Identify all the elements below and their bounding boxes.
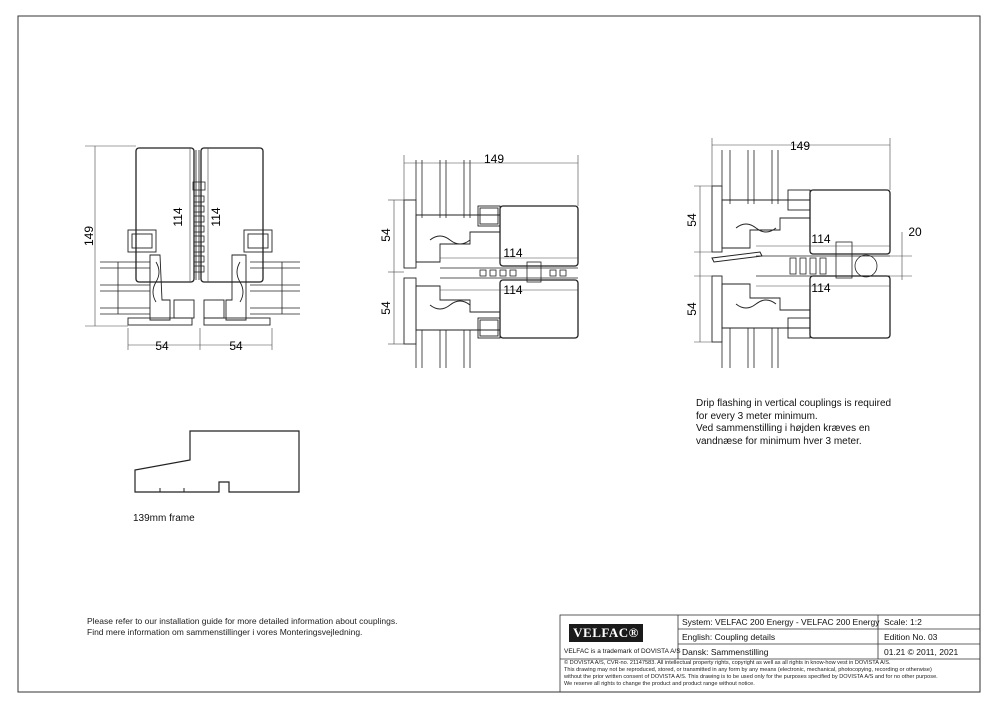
mid-glazing bbox=[415, 160, 471, 368]
mid-frame-wood-top bbox=[499, 205, 579, 267]
drip-note-line-2: for every 3 meter minimum. bbox=[696, 410, 818, 422]
system-field: System: VELFAC 200 Energy - VELFAC 200 E… bbox=[682, 617, 880, 627]
dim-left-depth-a: 114 bbox=[171, 207, 185, 226]
drip-note-line-1: Drip flashing in vertical couplings is r… bbox=[696, 398, 892, 409]
copyright-line-2: This drawing may not be reproduced, stor… bbox=[564, 667, 932, 673]
dim-mid-height-bottom: 54 bbox=[379, 301, 393, 315]
dim-left-height: 149 bbox=[82, 226, 96, 246]
frame-139mm-grooves bbox=[159, 488, 185, 492]
drip-note-line-4: vandnæse for minimum hver 3 meter. bbox=[696, 435, 862, 447]
date-field: 01.21 © 2011, 2021 bbox=[884, 647, 959, 657]
middle-coupling-section bbox=[388, 155, 579, 368]
scale-field: Scale: 1:2 bbox=[884, 617, 922, 627]
dim-mid-depth-bottom: 114 bbox=[503, 283, 522, 297]
mid-alu-profiles bbox=[403, 199, 501, 345]
copyright-line-4: We reserve all rights to change the prod… bbox=[564, 681, 755, 687]
left-dimension-lines bbox=[85, 145, 273, 350]
mid-joint-strip bbox=[440, 261, 578, 283]
left-frame-wood-a bbox=[135, 147, 195, 283]
edition-field: Edition No. 03 bbox=[884, 632, 938, 642]
right-drip-flashing bbox=[711, 251, 763, 263]
dim-left-depth-b: 114 bbox=[209, 207, 223, 226]
dim-right-depth-top: 114 bbox=[811, 232, 830, 246]
title-block bbox=[559, 614, 981, 693]
dansk-field: Dansk: Sammenstilling bbox=[682, 647, 769, 657]
dim-right-height-bottom: 54 bbox=[685, 302, 699, 316]
copyright-text: © DOVISTA A/S, CVR-no. 21147583. All int… bbox=[564, 660, 974, 688]
drip-note-line-3: Ved sammenstilling i højden kræves en bbox=[696, 423, 870, 434]
dim-right-height-top: 54 bbox=[685, 213, 699, 227]
dim-right-gap: 20 bbox=[908, 225, 922, 239]
guide-line-1: Please refer to our installation guide f… bbox=[87, 616, 398, 626]
right-dimension-lines bbox=[694, 138, 912, 343]
english-field: English: Coupling details bbox=[682, 632, 776, 642]
copyright-line-3: without the prior written consent of DOV… bbox=[564, 674, 938, 680]
drip-note: Drip flashing in vertical couplings is r… bbox=[696, 398, 891, 448]
dim-right-depth-bottom: 114 bbox=[811, 281, 830, 295]
copyright-line-1: © DOVISTA A/S, CVR-no. 21147583. All int… bbox=[564, 660, 891, 666]
right-glazing bbox=[721, 150, 779, 368]
mid-frame-wood-bottom bbox=[499, 279, 579, 339]
dim-mid-depth-top: 114 bbox=[503, 246, 522, 260]
left-glazing bbox=[100, 261, 300, 315]
mid-dimension-lines bbox=[388, 155, 579, 345]
guide-line-2: Find mere information om sammenstillinge… bbox=[87, 627, 363, 637]
left-alu-profiles bbox=[127, 229, 273, 326]
right-joint-strip bbox=[756, 241, 890, 279]
velfac-logo: VELFAC® bbox=[569, 624, 643, 642]
left-coupling-section bbox=[85, 145, 300, 350]
dim-left-width-b: 54 bbox=[229, 339, 243, 353]
dim-mid-height-top: 54 bbox=[379, 228, 393, 242]
dim-mid-width: 149 bbox=[484, 152, 504, 166]
frame-139mm-profile bbox=[134, 430, 300, 493]
dim-left-width-a: 54 bbox=[155, 339, 169, 353]
installation-guide-note: Please refer to our installation guide f… bbox=[87, 616, 397, 638]
trademark-text: VELFAC is a trademark of DOVISTA A/S bbox=[564, 648, 681, 655]
frame-label: 139mm frame bbox=[133, 513, 195, 524]
right-coupling-section bbox=[694, 138, 912, 368]
right-frame-wood-top bbox=[809, 189, 891, 255]
left-joint-strip bbox=[192, 150, 206, 280]
right-alu-profiles bbox=[711, 185, 811, 343]
sheet-border bbox=[17, 15, 981, 693]
dim-right-width: 149 bbox=[790, 139, 810, 153]
